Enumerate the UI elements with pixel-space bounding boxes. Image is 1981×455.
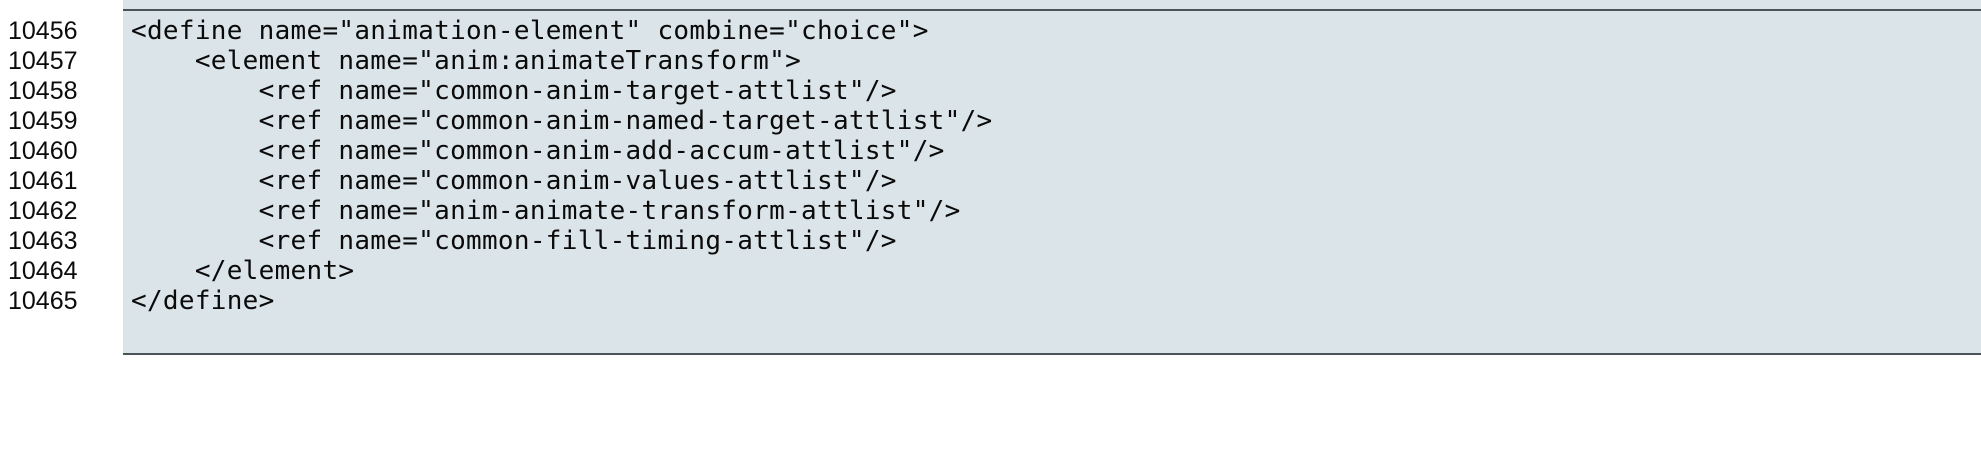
panel-bottom-rule	[123, 353, 1981, 355]
line-number: 10462	[8, 197, 78, 225]
line-number: 10459	[8, 107, 78, 135]
code-panel: <define name="animation-element" combine…	[123, 0, 1981, 355]
code-line: <define name="animation-element" combine…	[131, 16, 929, 46]
line-number-gutter: 10456 10457 10458 10459 10460 10461 1046…	[0, 0, 123, 316]
line-number: 10461	[8, 167, 78, 195]
code-line: <ref name="common-anim-add-accum-attlist…	[131, 136, 945, 166]
code-line: </define>	[131, 286, 275, 316]
code-line: </element>	[131, 256, 355, 286]
code-line: <element name="anim:animateTransform">	[131, 46, 802, 76]
line-number: 10465	[8, 287, 78, 315]
line-number: 10464	[8, 257, 78, 285]
line-number: 10458	[8, 77, 78, 105]
code-line: <ref name="common-anim-named-target-attl…	[131, 106, 993, 136]
panel-top-rule	[123, 9, 1981, 11]
code-line: <ref name="common-fill-timing-attlist"/>	[131, 226, 897, 256]
line-number: 10463	[8, 227, 78, 255]
code-line: <ref name="anim-animate-transform-attlis…	[131, 196, 961, 226]
code-line: <ref name="common-anim-target-attlist"/>	[131, 76, 897, 106]
code-line: <ref name="common-anim-values-attlist"/>	[131, 166, 897, 196]
line-number: 10456	[8, 17, 78, 45]
line-number: 10457	[8, 47, 78, 75]
line-number: 10460	[8, 137, 78, 165]
